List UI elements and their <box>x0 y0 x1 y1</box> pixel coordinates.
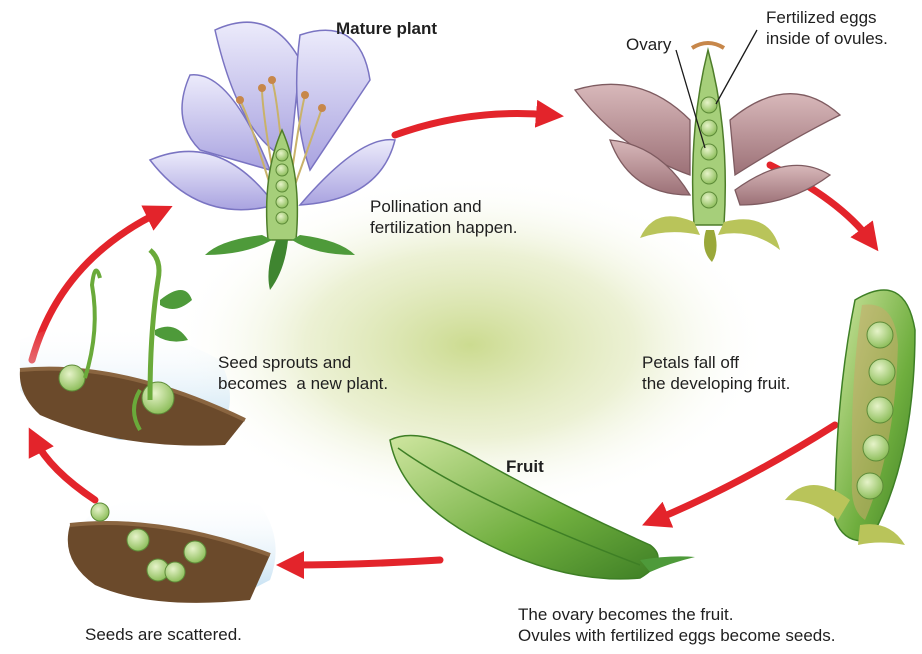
seed-sprouts-line-2: becomes a new plant. <box>218 373 388 394</box>
fruit-caption-line-2: Ovules with fertilized eggs become seeds… <box>518 625 836 646</box>
arrow-flower-to-petals <box>395 114 550 135</box>
arrow-seeds-to-sprout <box>35 440 95 500</box>
arrow-fruit-to-seeds <box>290 560 440 565</box>
pollination-caption: Pollination and fertilization happen. <box>370 196 517 238</box>
fruit-caption-line-1: The ovary becomes the fruit. <box>518 604 836 625</box>
fertilized-eggs-line-1: Fertilized eggs <box>766 7 888 28</box>
ovary-label: Ovary <box>626 34 671 55</box>
pollination-caption-line-1: Pollination and <box>370 196 517 217</box>
scattered-seeds-illustration <box>68 495 276 603</box>
fertilized-eggs-pointer <box>716 30 757 104</box>
developing-pod-illustration <box>785 290 915 545</box>
seed-sprouts-caption: Seed sprouts and becomes a new plant. <box>218 352 388 394</box>
fruit-title: Fruit <box>506 456 544 477</box>
seeds-scattered-caption: Seeds are scattered. <box>85 624 242 645</box>
petals-caption-line-1: Petals fall off <box>642 352 790 373</box>
seed-sprouts-line-1: Seed sprouts and <box>218 352 388 373</box>
fertilized-eggs-label: Fertilized eggs inside of ovules. <box>766 7 888 49</box>
petals-caption: Petals fall off the developing fruit. <box>642 352 790 394</box>
fertilized-eggs-line-2: inside of ovules. <box>766 28 888 49</box>
pollination-caption-line-2: fertilization happen. <box>370 217 517 238</box>
fruit-caption: The ovary becomes the fruit. Ovules with… <box>518 604 836 646</box>
petals-caption-line-2: the developing fruit. <box>642 373 790 394</box>
mature-plant-title: Mature plant <box>336 18 437 39</box>
